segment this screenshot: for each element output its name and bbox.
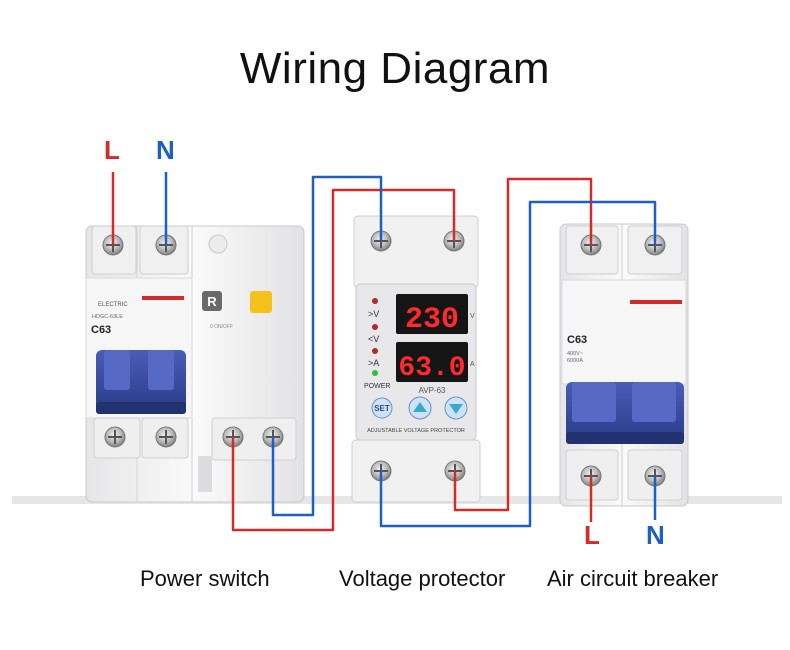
- power-switch-device: 0 ON/OFF: [85, 225, 305, 503]
- protector-footer: ADJUSTABLE VOLTAGE PROTECTOR: [367, 428, 465, 434]
- breaker-spec: 400V~: [567, 351, 583, 357]
- protector-model: AVP-63: [419, 386, 447, 395]
- indicator-over-current: >A: [368, 358, 379, 368]
- output-neutral-label: N: [646, 520, 665, 550]
- power-switch-model: HDGC-63LE: [92, 314, 123, 320]
- indicator-power: POWER: [364, 383, 390, 390]
- protector-to-breaker-live-wire: [453, 177, 593, 512]
- wires: [111, 172, 657, 532]
- test-button-label: R: [207, 294, 217, 309]
- diagram-title: Wiring Diagram: [239, 44, 551, 93]
- indicator-over-voltage: >V: [368, 309, 379, 319]
- breaker-capacity: 6000A: [567, 358, 583, 364]
- current-display: 63.0: [398, 353, 465, 384]
- power-switch-brand: ELECTRIC: [98, 302, 128, 308]
- protector-to-breaker-neutral-wire: [379, 200, 657, 528]
- voltage-protector-caption: Voltage protector: [339, 566, 506, 591]
- set-button[interactable]: SET: [374, 404, 390, 413]
- air-circuit-breaker-device: [559, 223, 689, 507]
- breaker-rating: C63: [567, 334, 587, 346]
- voltage-protector-device: [351, 215, 481, 503]
- input-neutral-label: N: [156, 135, 175, 165]
- power-switch-rating: C63: [91, 324, 111, 336]
- power-switch-caption: Power switch: [140, 566, 270, 591]
- voltage-unit: V: [470, 313, 475, 320]
- input-live-label: L: [104, 135, 120, 165]
- current-unit: A: [470, 361, 475, 368]
- indicator-under-voltage: <V: [368, 334, 379, 344]
- switch-to-protector-live-wire: [231, 188, 456, 532]
- switch-to-protector-neutral-wire: [271, 175, 383, 517]
- svg-text:0 ON/OFF: 0 ON/OFF: [210, 324, 233, 330]
- voltage-display: 230: [405, 303, 459, 337]
- air-circuit-breaker-caption: Air circuit breaker: [547, 566, 719, 591]
- output-live-label: L: [584, 520, 600, 550]
